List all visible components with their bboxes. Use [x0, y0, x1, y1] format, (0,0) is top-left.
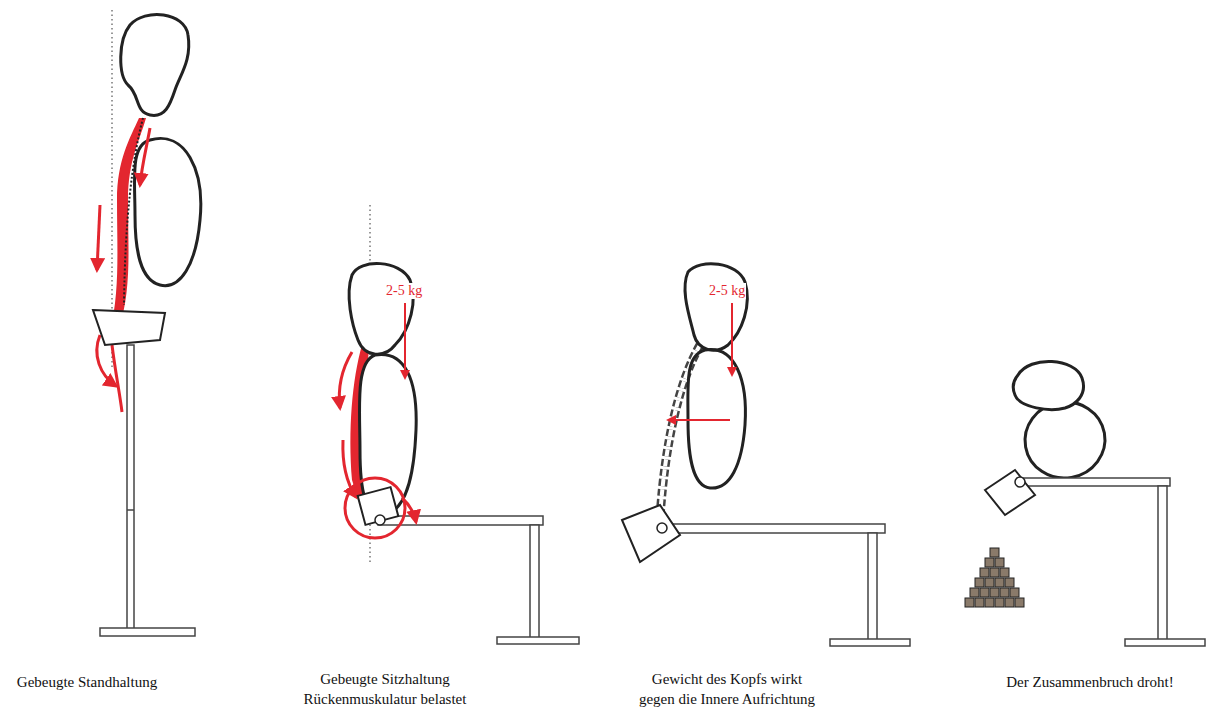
strain-arrow	[402, 498, 416, 522]
vertebra-block	[990, 568, 999, 577]
weight-label: 2-5 kg	[385, 283, 423, 299]
vertebra-block	[1015, 598, 1024, 607]
strain-arrow	[140, 128, 150, 185]
vertebra-block	[985, 598, 994, 607]
vertebra-block	[995, 578, 1004, 587]
strain-ring	[345, 478, 405, 538]
seat-base	[830, 639, 910, 646]
vertebra-block	[965, 598, 974, 607]
pivot	[375, 515, 385, 525]
vertebra-pile	[965, 548, 1024, 607]
pole-joint	[127, 509, 134, 511]
strain-arrow	[97, 205, 100, 270]
back-muscle	[112, 345, 122, 412]
vertebra-block	[1010, 588, 1019, 597]
vertebra-block	[985, 578, 994, 587]
figure-caption: Gewicht des Kopfs wirkt gegen die Innere…	[602, 669, 852, 709]
seat-base	[497, 637, 579, 644]
vertebra-block	[970, 588, 979, 597]
vertebra-block	[1005, 598, 1014, 607]
vertebra-block	[1000, 588, 1009, 597]
pelvis	[985, 470, 1035, 515]
vertebra-block	[1000, 568, 1009, 577]
seat-bar	[660, 524, 885, 533]
spine	[660, 345, 700, 518]
figure-caption: Der Zusammenbruch droht!	[975, 672, 1205, 692]
seat-leg	[868, 533, 877, 640]
vertebra-block	[1005, 578, 1014, 587]
stand-base	[100, 628, 195, 636]
vertebra-block	[975, 578, 984, 587]
pivot	[657, 523, 667, 533]
seat-base	[1125, 639, 1205, 646]
seat-leg	[1158, 486, 1167, 640]
vertebra-block	[975, 598, 984, 607]
vertebra-block	[980, 568, 989, 577]
pelvis	[93, 310, 165, 345]
vertebra-block	[995, 558, 1004, 567]
weight-label: 2-5 kg	[708, 283, 746, 299]
pivot	[1015, 477, 1025, 487]
head-outline	[349, 264, 413, 355]
vertebra-block	[985, 558, 994, 567]
vertebra-block	[990, 588, 999, 597]
chest-outline	[688, 350, 746, 489]
vertebra-block	[995, 598, 1004, 607]
pelvis	[358, 487, 399, 525]
uprighting-arrow	[668, 419, 730, 421]
head-outline	[121, 15, 189, 116]
vertebra-block	[990, 548, 999, 557]
stand-pole	[127, 345, 134, 630]
figure-caption: Gebeugte Sitzhaltung Rückenmuskulatur be…	[290, 669, 480, 709]
seat-leg	[530, 525, 539, 638]
pelvis	[622, 505, 680, 562]
spine	[660, 345, 700, 518]
weight-arrow	[404, 303, 406, 378]
head-outline	[685, 264, 747, 350]
head-outline	[1013, 361, 1083, 409]
figure-caption: Gebeugte Standhaltung	[4, 672, 170, 692]
weight-arrow	[731, 303, 733, 375]
seat-bar	[1018, 478, 1170, 486]
vertebra-block	[980, 588, 989, 597]
strain-arrow	[339, 352, 352, 408]
